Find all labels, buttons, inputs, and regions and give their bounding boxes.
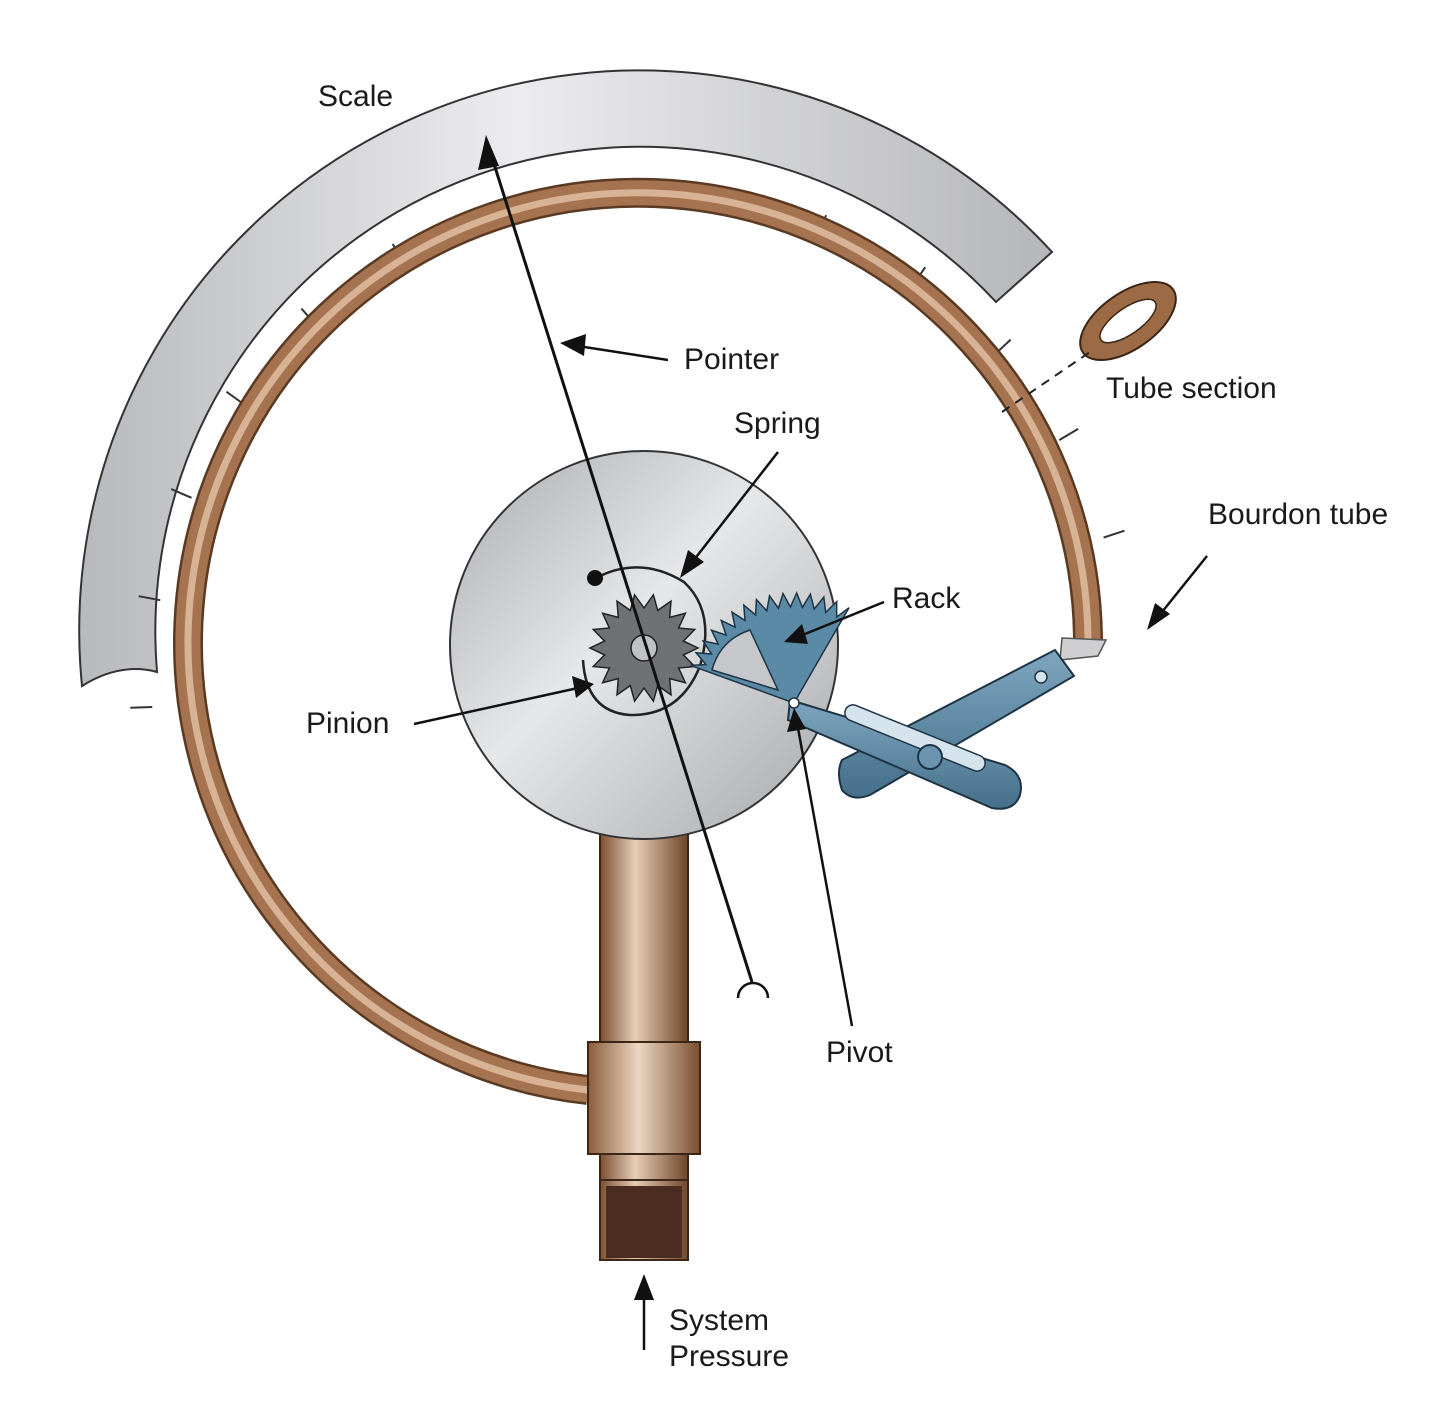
bourdon-tube [173, 177, 1108, 1105]
scale-tick [1058, 428, 1079, 441]
scale-tick [130, 706, 153, 709]
scale-tick [138, 595, 161, 602]
tube-section-label: Tube section [1106, 372, 1277, 405]
system-pressure-line2: Pressure [669, 1340, 790, 1373]
pointer-label: Pointer [684, 343, 780, 376]
pointer-needle [478, 135, 770, 999]
bourdon-tube-label: Bourdon tube [1208, 498, 1389, 531]
pressure-inlet-stem [587, 819, 701, 1261]
spring-label: Spring [734, 407, 821, 440]
rack-sector-icon [690, 591, 850, 709]
scale-tick [1103, 529, 1125, 539]
tube-section-icon [1001, 280, 1177, 413]
leader-lines [413, 334, 1208, 1350]
system-pressure-line1: System [669, 1304, 770, 1337]
system-pressure-label: System Pressure [669, 1303, 789, 1375]
scale-label: Scale [318, 80, 394, 113]
linkage-arm [786, 648, 1076, 810]
scale-tick [170, 488, 192, 499]
rack-label: Rack [892, 582, 961, 615]
pinion-label: Pinion [306, 707, 390, 740]
scale-band [78, 69, 1054, 688]
pinion-gear-icon [588, 593, 700, 703]
pivot-label: Pivot [826, 1036, 893, 1069]
